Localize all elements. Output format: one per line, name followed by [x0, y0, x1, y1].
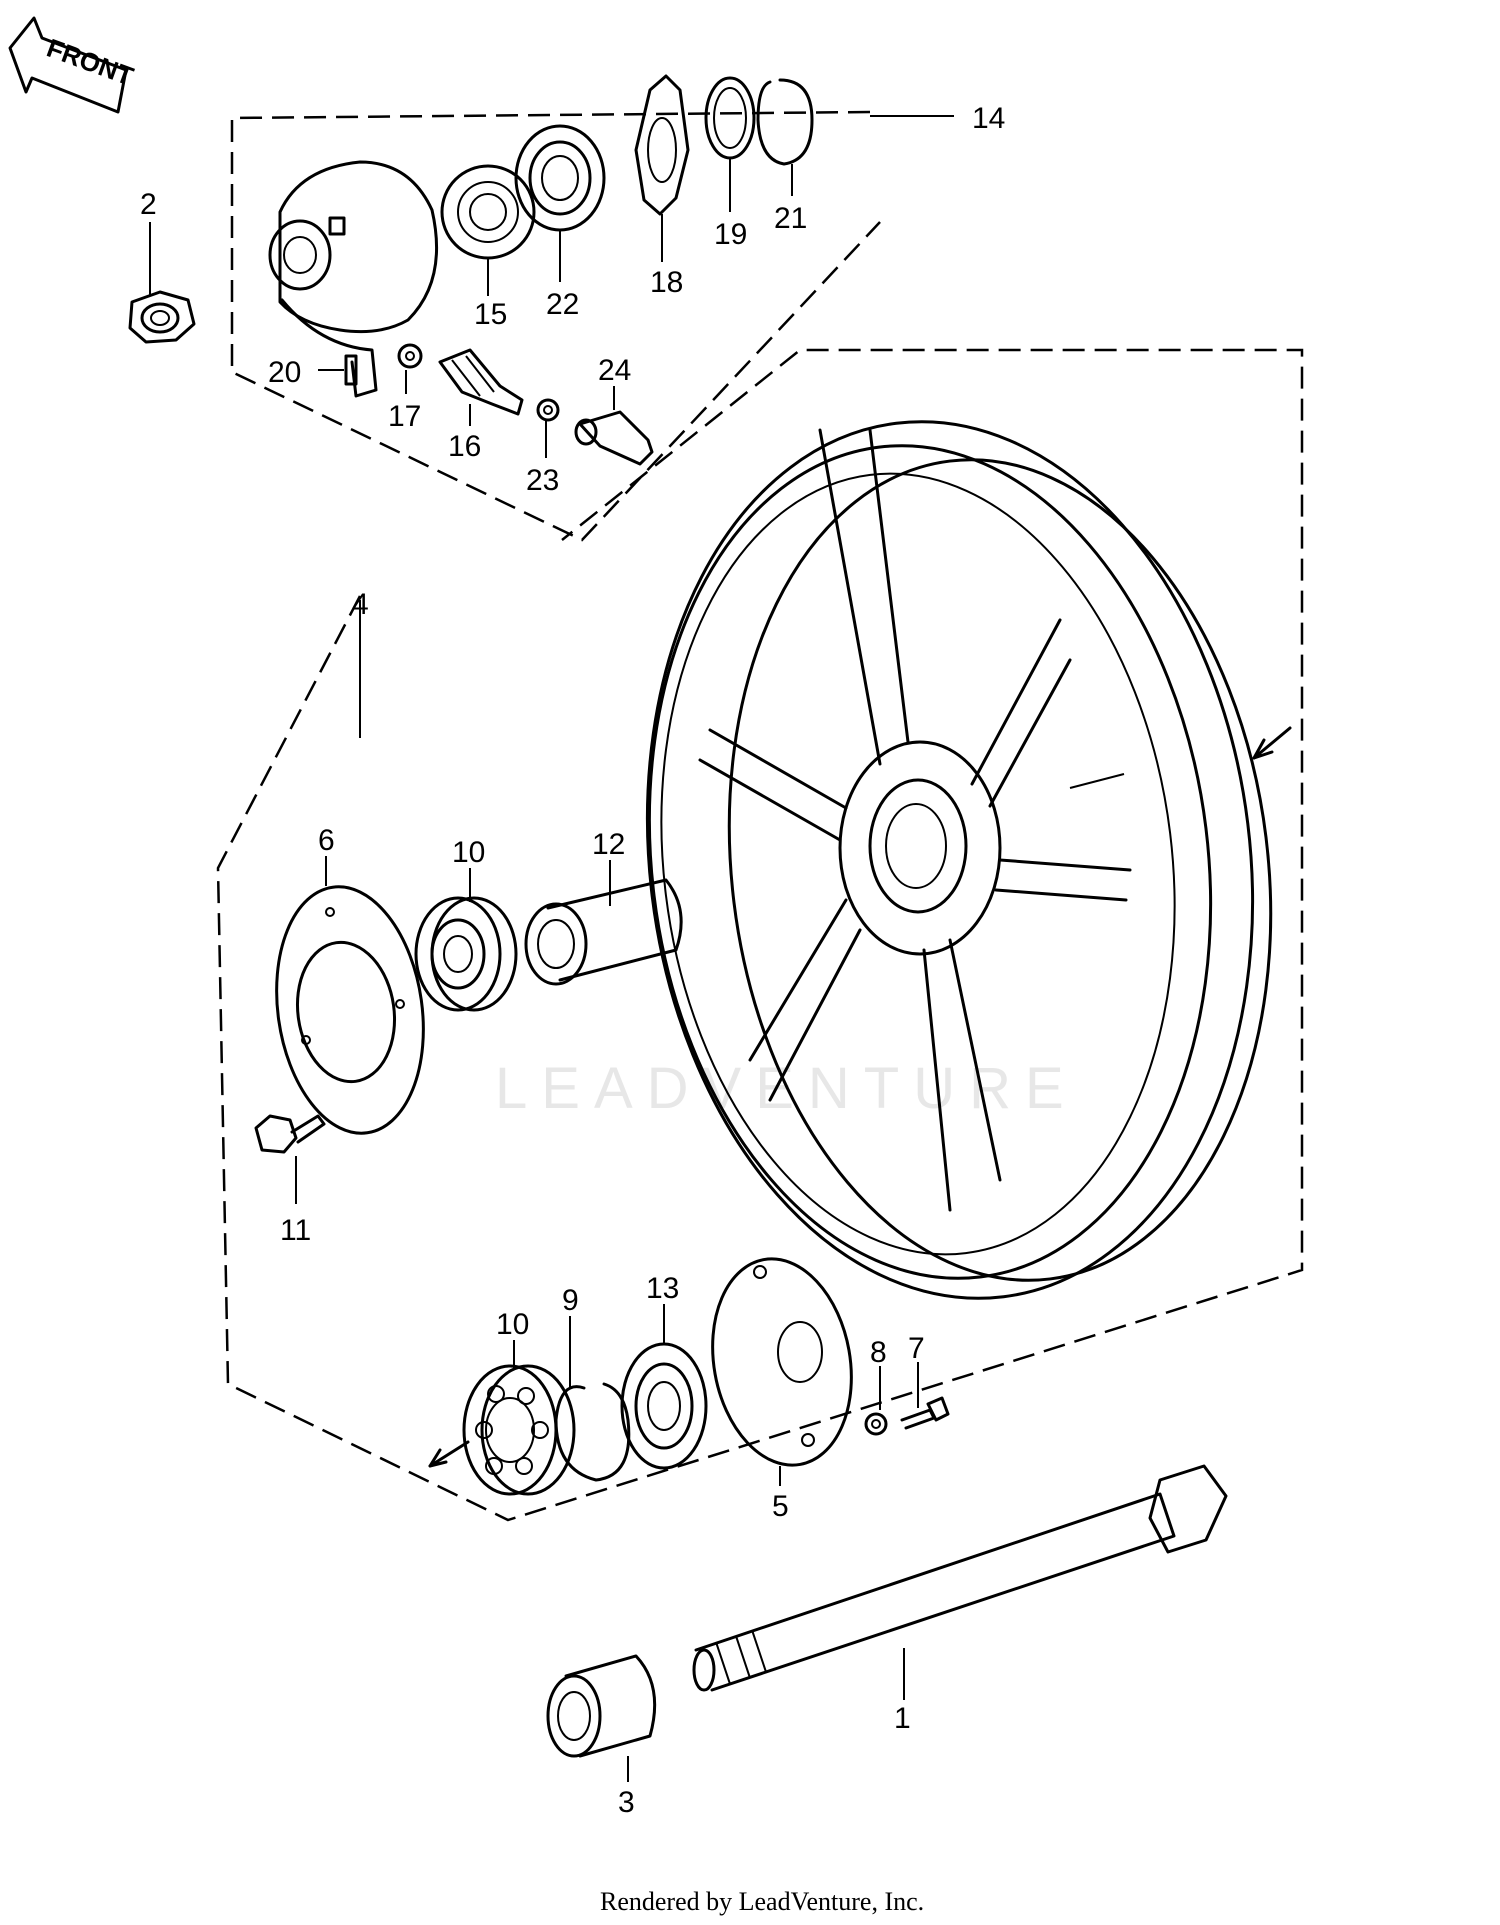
part-13-oil-seal[interactable] [620, 1342, 708, 1470]
part-label-2[interactable]: 2 [140, 188, 157, 221]
part-23-washer[interactable] [536, 398, 560, 422]
front-arrow-icon: FRONT [8, 16, 138, 114]
part-22-oil-seal[interactable] [514, 124, 606, 232]
part-5-hub-cover[interactable] [697, 1248, 867, 1476]
wheel[interactable] [599, 387, 1317, 1334]
part-9-circlip[interactable] [554, 1382, 631, 1482]
part-8-washer[interactable] [864, 1412, 888, 1436]
watermark: LEADVENTURE [495, 1056, 1078, 1121]
part-label-15[interactable]: 15 [474, 298, 507, 331]
part-label-11[interactable]: 11 [280, 1214, 311, 1247]
part-17-washer[interactable] [397, 343, 423, 369]
speedometer-housing[interactable] [268, 160, 438, 398]
part-label-23[interactable]: 23 [526, 464, 559, 497]
part-label-17[interactable]: 17 [388, 400, 421, 433]
part-16-pinion[interactable] [438, 348, 524, 416]
part-20-pin[interactable] [344, 354, 358, 386]
part-label-4[interactable]: 4 [352, 588, 369, 621]
direction-arrow-icon [428, 1440, 470, 1468]
part-label-6[interactable]: 6 [318, 824, 335, 857]
part-label-24[interactable]: 24 [598, 354, 631, 387]
part-7-bolt[interactable] [900, 1396, 950, 1430]
part-label-5[interactable]: 5 [772, 1490, 789, 1523]
part-2-nut[interactable] [128, 290, 196, 344]
leader-lines [149, 115, 954, 1782]
part-label-20[interactable]: 20 [268, 356, 301, 389]
part-label-14[interactable]: 14 [972, 102, 1005, 135]
part-label-13[interactable]: 13 [646, 1272, 679, 1305]
part-label-8[interactable]: 8 [870, 1336, 887, 1369]
part-label-16[interactable]: 16 [448, 430, 481, 463]
part-10-bearing-upper[interactable] [414, 896, 518, 1012]
part-label-9[interactable]: 9 [562, 1284, 579, 1317]
part-label-22[interactable]: 22 [546, 288, 579, 321]
part-label-18[interactable]: 18 [650, 266, 683, 299]
part-3-collar[interactable] [546, 1654, 657, 1758]
footer-credit: Rendered by LeadVenture, Inc. [600, 1887, 924, 1916]
part-label-12[interactable]: 12 [592, 828, 625, 861]
part-labels: 1 2 3 4 5 6 7 8 9 10 10 11 12 13 14 15 1… [140, 102, 1005, 1819]
part-label-10-lower[interactable]: 10 [496, 1308, 529, 1341]
part-19-washer[interactable] [704, 76, 756, 160]
part-label-10-upper[interactable]: 10 [452, 836, 485, 869]
part-18-plate[interactable] [634, 74, 690, 216]
group-boundary-4 [216, 348, 1304, 1522]
part-24-bushing[interactable] [574, 410, 654, 466]
front-label: FRONT [43, 33, 138, 92]
part-label-7[interactable]: 7 [908, 1332, 925, 1365]
part-label-19[interactable]: 19 [714, 218, 747, 251]
part-1-axle[interactable] [692, 1464, 1228, 1692]
part-label-21[interactable]: 21 [774, 202, 807, 235]
part-label-3[interactable]: 3 [618, 1786, 635, 1819]
part-15-gear[interactable] [440, 164, 536, 260]
group-boundary-14 [230, 110, 881, 542]
part-12-spacer[interactable] [524, 878, 683, 986]
part-11-bolt[interactable] [254, 1114, 326, 1154]
part-label-1[interactable]: 1 [894, 1702, 911, 1735]
part-6-cover[interactable] [261, 877, 438, 1143]
part-21-circlip[interactable] [756, 78, 814, 166]
